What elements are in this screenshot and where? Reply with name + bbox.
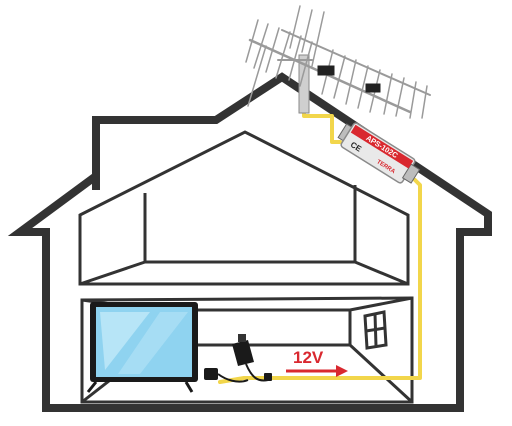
- window-icon: [363, 310, 388, 350]
- tv-icon: [86, 302, 198, 393]
- house-outline: [7, 72, 492, 412]
- attic-outline: [78, 130, 410, 286]
- power-adapter-icon: [204, 334, 272, 383]
- amplifier-icon: APS-102C CE TERRA: [337, 122, 421, 184]
- voltage-label: 12V: [293, 348, 324, 367]
- arrow-right-icon: [286, 365, 348, 377]
- antenna-icon: [245, 5, 431, 119]
